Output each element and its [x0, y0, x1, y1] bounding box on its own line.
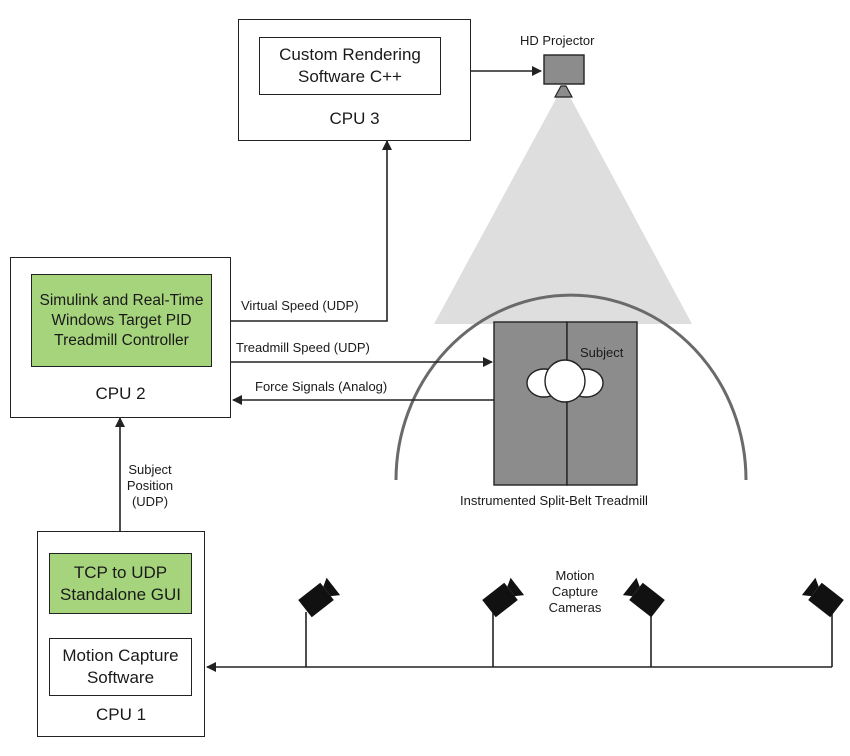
subject-figure	[526, 359, 604, 403]
simulink-controller-box: Simulink and Real-Time Windows Target PI…	[31, 274, 212, 367]
camera-icon	[801, 577, 844, 618]
treadmill-caption: Instrumented Split-Belt Treadmill	[460, 493, 648, 508]
cpu2-label: CPU 2	[95, 384, 146, 403]
arrow-virtual-speed	[231, 140, 392, 322]
hd-projector	[543, 54, 585, 98]
cpu3-box: Custom Rendering Software C++ CPU 3	[238, 19, 471, 141]
cpu1-box: TCP to UDP Standalone GUI Motion Capture…	[37, 531, 205, 737]
split-belt-treadmill	[493, 321, 638, 486]
treadmill-speed-label: Treadmill Speed (UDP)	[236, 340, 370, 355]
projection-cone	[434, 97, 692, 324]
cpu3-label: CPU 3	[329, 109, 380, 128]
tcp-udp-gui-box: TCP to UDP Standalone GUI	[49, 553, 192, 614]
subject-position-label: Subject Position (UDP)	[126, 462, 174, 509]
camera-icon	[622, 577, 665, 618]
motion-capture-cameras-label: Motion Capture Cameras	[548, 568, 602, 615]
dome-arc	[394, 293, 748, 481]
camera-icon	[482, 577, 525, 618]
virtual-speed-label: Virtual Speed (UDP)	[241, 298, 359, 313]
camera-icon	[298, 577, 341, 618]
hd-projector-label: HD Projector	[520, 33, 595, 48]
custom-rendering-software-box: Custom Rendering Software C++	[259, 37, 441, 95]
force-signals-label: Force Signals (Analog)	[255, 379, 388, 394]
cpu1-label: CPU 1	[95, 705, 147, 724]
motion-capture-software-box: Motion Capture Software	[49, 638, 192, 696]
cpu2-box: Simulink and Real-Time Windows Target PI…	[10, 257, 231, 418]
subject-label: Subject	[580, 345, 624, 360]
